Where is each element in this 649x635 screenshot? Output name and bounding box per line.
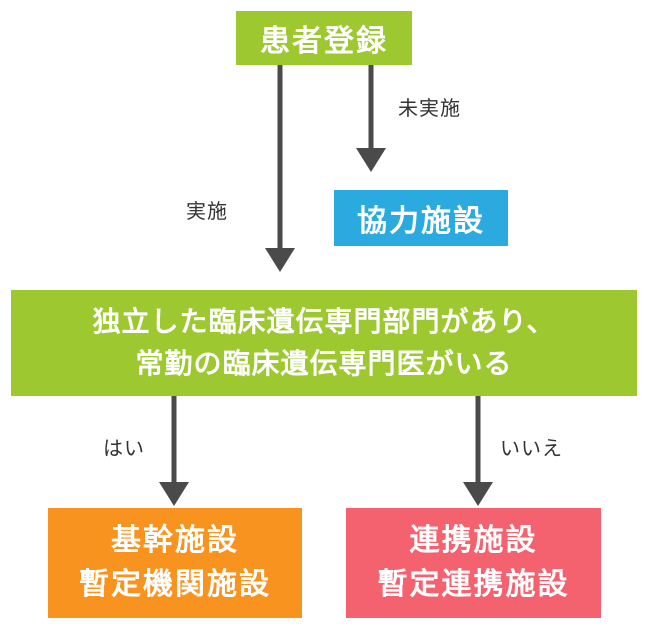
core-facility-box: 基幹施設 暫定機関施設 <box>48 508 302 618</box>
label-implemented: 実施 <box>186 199 228 223</box>
cooperating-facility-box: 協力施設 <box>334 190 508 246</box>
condition-box: 独立した臨床遺伝専門部門があり、 常勤の臨床遺伝専門医がいる <box>11 290 637 396</box>
condition-text-line2: 常勤の臨床遺伝専門医がいる <box>135 347 513 380</box>
patient-registration-text: 患者登録 <box>260 24 388 59</box>
cooperating-facility-text: 協力施設 <box>357 204 485 239</box>
arrowhead-core <box>159 482 189 506</box>
arrowhead-linked <box>463 482 493 506</box>
arrowhead-cooperating <box>356 148 386 172</box>
linked-facility-text: 連携施設 <box>409 523 538 558</box>
label-not-implemented: 未実施 <box>398 96 461 120</box>
condition-text-line1: 独立した臨床遺伝専門部門があり、 <box>92 305 556 338</box>
core-facility-text: 基幹施設 <box>111 523 239 558</box>
arrowhead-condition <box>265 248 295 272</box>
label-no: いいえ <box>500 436 563 460</box>
linked-facility-box: 連携施設 暫定連携施設 <box>346 508 601 618</box>
label-yes: はい <box>103 436 145 460</box>
patient-registration-box: 患者登録 <box>236 11 412 65</box>
provisional-linked-facility-text: 暫定連携施設 <box>377 567 570 602</box>
provisional-core-facility-text: 暫定機関施設 <box>79 567 271 602</box>
